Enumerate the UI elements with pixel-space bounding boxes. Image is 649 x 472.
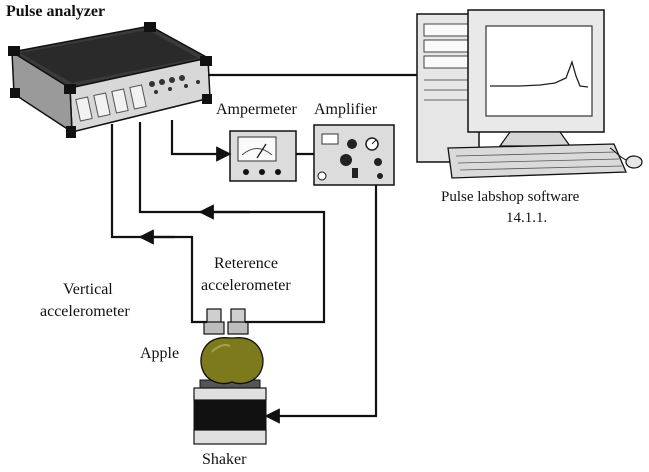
wire-amplifier-shaker	[264, 185, 378, 424]
label-apple: Apple	[140, 345, 180, 362]
label-vertical-line2: accelerometer	[40, 303, 130, 320]
label-ampermeter: Ampermeter	[216, 101, 297, 118]
label-vertical-line1: Vertical	[63, 281, 113, 298]
wire-reference-analyzer	[138, 122, 326, 324]
vertical-accelerometer-sensor	[203, 308, 225, 335]
reference-accelerometer-sensor	[227, 308, 249, 335]
label-amplifier: Amplifier	[314, 101, 378, 118]
label-software-line2: 14.1.1.	[506, 210, 548, 226]
amplifier-device	[313, 124, 395, 186]
signal-wires	[110, 73, 417, 424]
ampermeter-device	[229, 130, 297, 182]
label-shaker: Shaker	[202, 451, 247, 468]
label-reference-line1: Reterence	[214, 255, 278, 272]
apple-sample	[200, 337, 264, 385]
label-pulse-analyzer: Pulse analyzer	[6, 3, 106, 20]
label-reference-line2: accelerometer	[201, 277, 291, 294]
label-software-line1: Pulse labshop software	[441, 189, 580, 205]
wire-vertical-analyzer	[110, 124, 207, 324]
computer	[416, 9, 643, 179]
pulse-analyzer-device	[8, 22, 212, 138]
shaker-device	[193, 379, 267, 445]
wire-analyzer-ampermeter	[170, 120, 232, 162]
